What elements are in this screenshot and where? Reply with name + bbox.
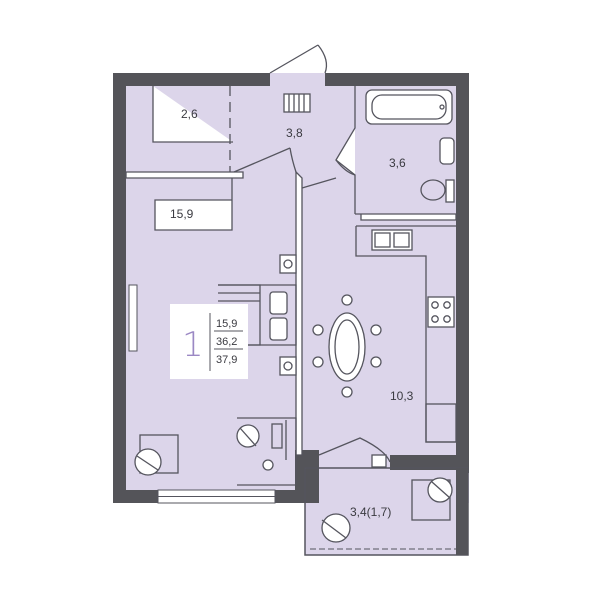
entrance-door [269,44,328,74]
bath-door-swing [335,159,356,176]
radiator-icon [283,93,311,113]
kitchen-outlet-icon [371,454,387,468]
wall-wardrobe-back [152,86,233,143]
info-living-area: 15,9 [216,318,237,330]
wall-kitchen-bottom [390,455,469,470]
bathtub-inner [371,94,447,120]
balcony-chairs [321,477,453,543]
desk-icon [236,417,297,486]
wall-left [113,73,126,503]
wall-bottom-left [113,490,158,503]
area-balcony: 3,4(1,7) [350,505,391,519]
walls [113,73,469,556]
wall-top-right [325,73,469,86]
area-bathroom: 3,6 [389,156,406,170]
info-card: 1 15,9 36,2 37,9 [170,304,248,379]
hall-door-swing [289,147,297,173]
wall-kitchen-entry [301,177,337,189]
area-hallway: 3,8 [286,126,303,140]
wall-top-left [113,73,270,86]
kitchen-sink-icon [371,229,413,251]
info-card-bg [170,304,248,379]
balcony-right-post [456,468,468,555]
toilet-tank [445,179,455,203]
info-total-with-balcony: 37,9 [216,354,237,366]
living-furniture [134,254,453,543]
nightstand-icon [279,254,297,376]
living-window [157,489,276,504]
floors [113,73,469,555]
wall-bath-bottom [355,213,457,221]
bathroom-fixtures [365,89,455,203]
fridge-icon [425,403,457,443]
area-living-room: 15,9 [170,207,194,221]
wall-right [456,73,469,473]
niche-living [154,178,233,231]
area-wardrobe: 2,6 [181,107,198,121]
balcony-door-swing [318,437,391,463]
doors [128,44,456,550]
dining-chairs [312,294,382,398]
info-total-area: 36,2 [216,336,237,348]
rooms-count: 1 [182,325,204,365]
sink-icon [439,137,455,165]
room-labels: 2,6 3,8 3,6 15,9 10,3 3,4(1,7) [170,107,414,519]
side-window [128,284,138,352]
wall-balcony-post [295,450,319,503]
kitchen-fixtures [312,225,457,468]
wall-living-top [125,171,244,179]
armchair-icon [134,434,179,476]
apartment-floor [113,73,469,503]
stove-icon [427,296,455,328]
bathtub-drain [439,104,445,110]
toilet-icon [420,179,446,201]
wall-partition [295,170,303,456]
bathtub-icon [365,89,453,125]
area-kitchen: 10,3 [390,389,414,403]
wall-living-hall [233,147,291,173]
